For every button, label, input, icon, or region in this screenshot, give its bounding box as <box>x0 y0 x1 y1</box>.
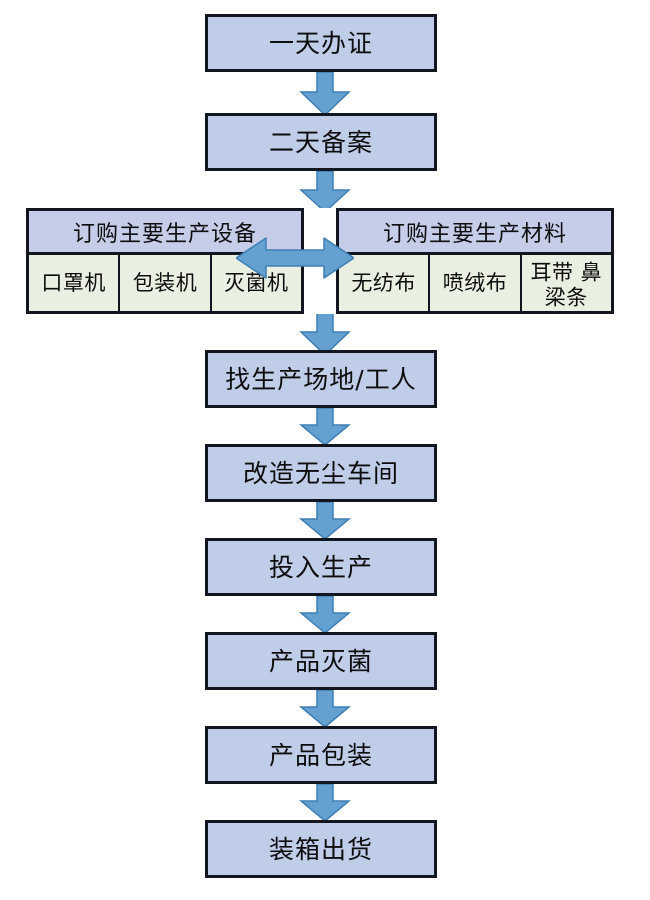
cell-label: 喷绒布 <box>442 270 508 295</box>
node-label: 改造无尘车间 <box>242 458 399 488</box>
cell-label: 无纺布 <box>351 270 416 295</box>
cell-label: 耳带 鼻梁条 <box>530 260 603 310</box>
process-node-7[interactable]: 产品包装 <box>205 726 437 784</box>
process-node-6[interactable]: 产品灭菌 <box>205 632 437 690</box>
process-node-3[interactable]: 找生产场地/工人 <box>205 350 437 408</box>
material-panel-header: 订购主要生产材料 <box>339 211 611 255</box>
node-label: 产品包装 <box>268 740 373 770</box>
material-cell[interactable]: 耳带 鼻梁条 <box>521 255 611 311</box>
arrow-down-icon-3 <box>297 311 353 356</box>
process-node-2[interactable]: 二天备案 <box>205 113 437 171</box>
equipment-cell[interactable]: 口罩机 <box>29 255 121 311</box>
arrow-down-icon-2 <box>297 171 353 213</box>
node-label: 投入生产 <box>268 552 373 582</box>
arrow-down-icon-7 <box>297 690 353 728</box>
node-label: 装箱出货 <box>268 834 373 864</box>
node-label: 二天备案 <box>268 127 373 157</box>
node-label: 一天办证 <box>268 28 373 58</box>
process-node-1[interactable]: 一天办证 <box>205 14 437 72</box>
arrow-down-icon-8 <box>297 784 353 822</box>
node-label: 找生产场地/工人 <box>225 364 417 394</box>
cell-label: 灭菌机 <box>224 270 289 295</box>
arrow-down-icon-5 <box>297 502 353 540</box>
panel-header-label: 订购主要生产材料 <box>382 221 567 247</box>
node-label: 产品灭菌 <box>268 646 373 676</box>
process-node-8[interactable]: 装箱出货 <box>205 820 437 878</box>
arrow-down-icon-4 <box>297 408 353 446</box>
cell-label: 包装机 <box>132 270 198 295</box>
material-cell[interactable]: 喷绒布 <box>430 255 522 311</box>
panel-header-label: 订购主要生产设备 <box>72 221 257 247</box>
material-cell-row: 无纺布 喷绒布 耳带 鼻梁条 <box>339 255 611 311</box>
material-cell[interactable]: 无纺布 <box>339 255 431 311</box>
arrow-down-icon-1 <box>297 72 353 116</box>
process-node-4[interactable]: 改造无尘车间 <box>205 444 437 502</box>
arrow-down-icon-6 <box>297 596 353 634</box>
arrow-left-right-icon <box>236 232 354 284</box>
material-panel[interactable]: 订购主要生产材料 无纺布 喷绒布 耳带 鼻梁条 <box>336 208 614 314</box>
process-node-5[interactable]: 投入生产 <box>205 538 437 596</box>
cell-label: 口罩机 <box>41 270 106 295</box>
equipment-cell[interactable]: 包装机 <box>120 255 212 311</box>
equipment-cell-row: 口罩机 包装机 灭菌机 <box>29 255 301 311</box>
